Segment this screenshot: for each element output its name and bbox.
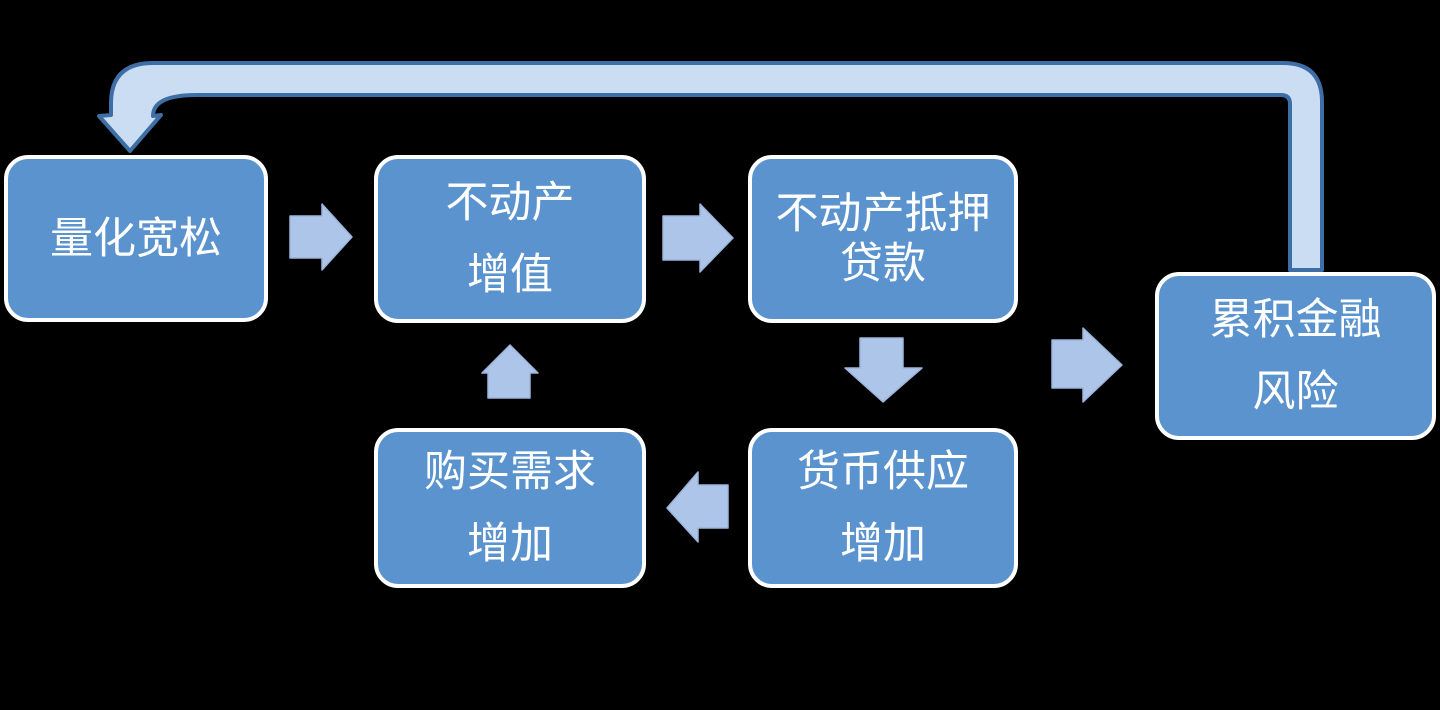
- box-label: 货币供应: [797, 447, 969, 497]
- arrow-right-icon: [289, 203, 353, 271]
- box-label: 增加: [467, 519, 553, 569]
- box-label: 不动产抵押: [775, 189, 991, 239]
- box-label: 增值: [467, 250, 553, 300]
- box-label: 不动产: [445, 178, 575, 228]
- arrow-right-icon: [662, 203, 734, 273]
- loop-arrow-icon: [97, 61, 1324, 272]
- box-label: 贷款: [840, 239, 926, 289]
- box-label: 风险: [1252, 367, 1339, 417]
- box-purchase-demand-increase: 购买需求 增加: [374, 428, 646, 588]
- arrow-up-icon: [481, 344, 539, 399]
- arrow-left-icon: [666, 471, 729, 543]
- box-real-estate-mortgage-loan: 不动产抵押 贷款: [748, 155, 1018, 323]
- arrow-down-icon: [844, 337, 923, 403]
- box-label: 累积金融: [1209, 295, 1382, 345]
- box-quantitative-easing: 量化宽松: [4, 155, 268, 322]
- box-accumulated-financial-risk: 累积金融 风险: [1155, 272, 1436, 440]
- box-label: 量化宽松: [50, 213, 222, 264]
- box-label: 增加: [840, 519, 926, 569]
- box-real-estate-appreciation: 不动产 增值: [374, 155, 646, 323]
- arrow-right-icon: [1051, 327, 1123, 403]
- box-label: 购买需求: [424, 447, 596, 497]
- box-money-supply-increase: 货币供应 增加: [748, 428, 1018, 588]
